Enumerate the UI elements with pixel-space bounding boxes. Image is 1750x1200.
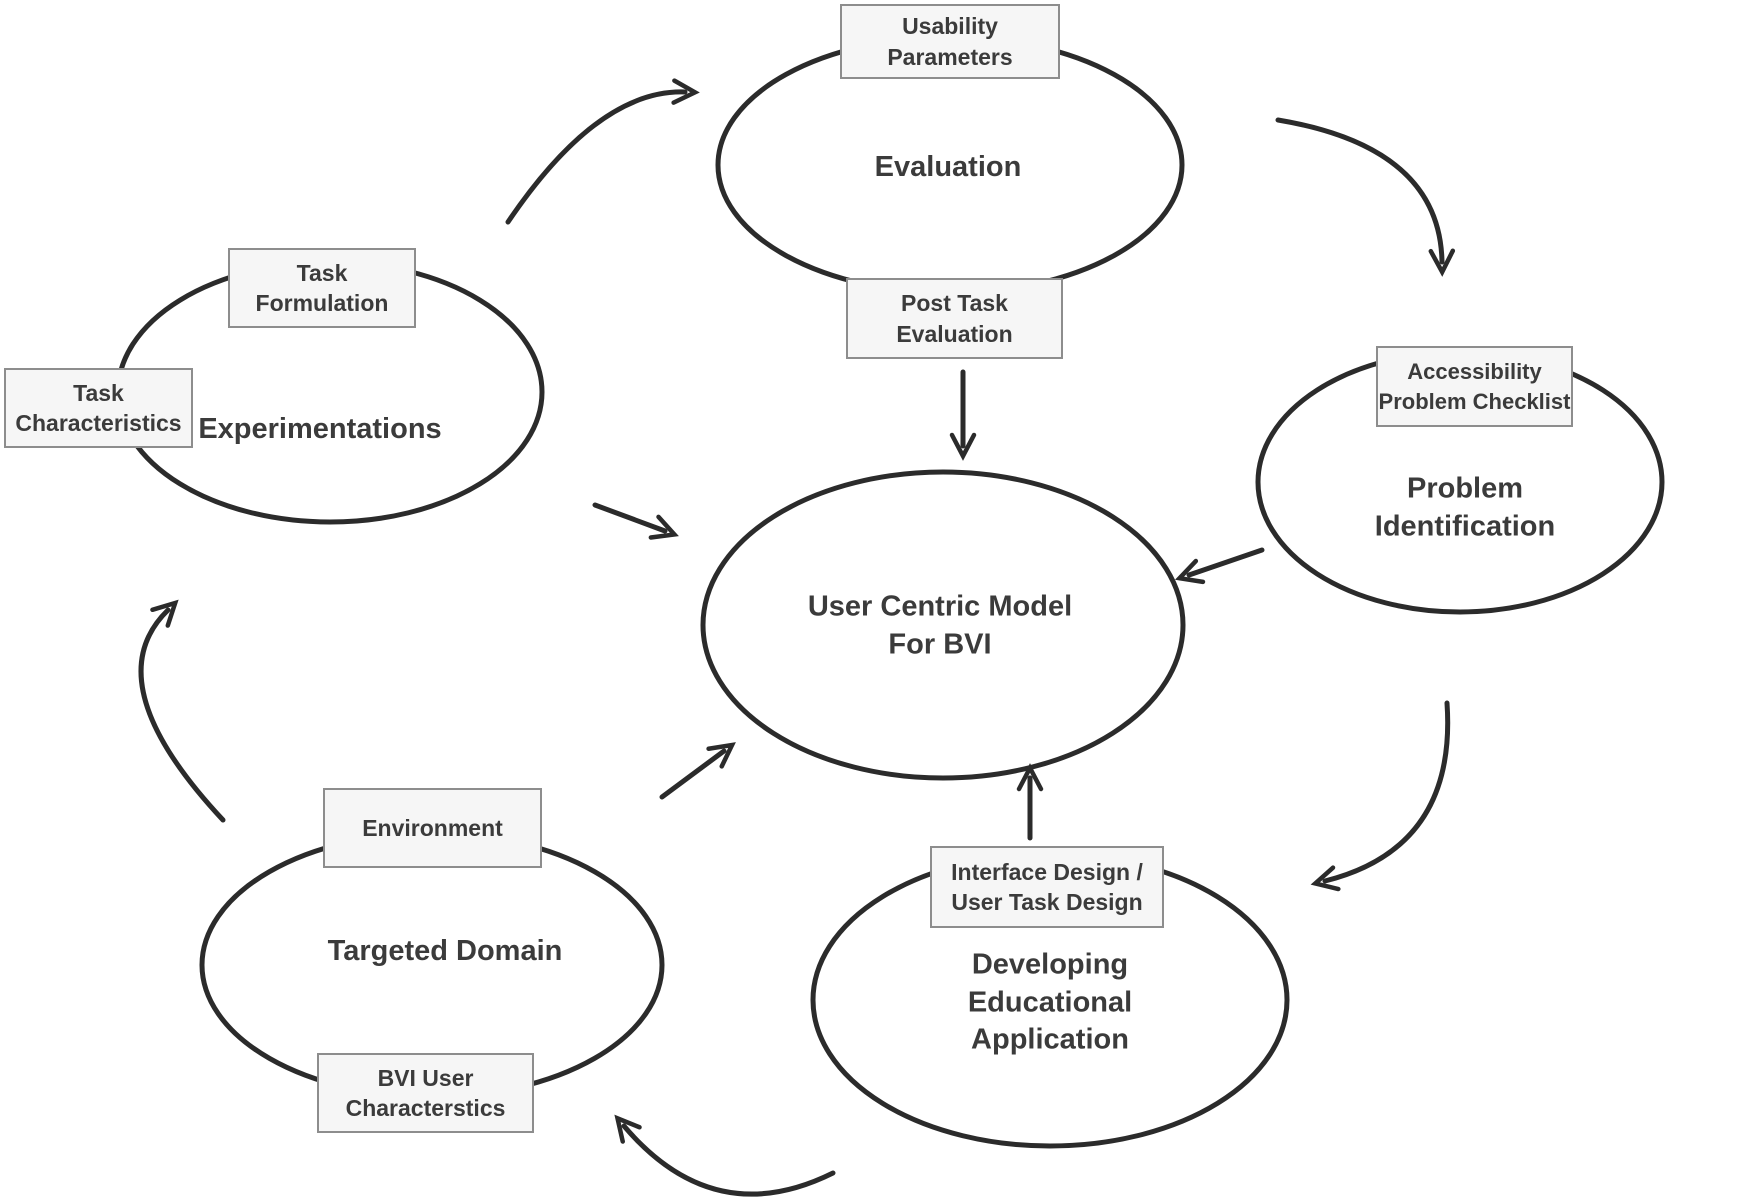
interface-design-user-task-design-label: Interface Design / User Task Design <box>951 858 1143 915</box>
user-centric-model-label: User Centric Model For BVI <box>807 590 1073 660</box>
bvi-user-characterstics-box: BVI User Characterstics <box>317 1053 534 1133</box>
usability-parameters-label: Usability Parameters <box>887 13 1013 70</box>
environment-label: Environment <box>362 814 503 841</box>
task-characteristics-box: Task Characteristics <box>4 368 193 448</box>
arrow-targeted-domain-to-center <box>659 742 736 800</box>
developing-educational-application-label: Developing Educational Application <box>967 948 1133 1056</box>
post-task-evaluation-box: Post Task Evaluation <box>846 278 1063 359</box>
user-centric-model-ellipse <box>700 469 1186 781</box>
arrow-evaluation-to-problem-identification <box>1275 117 1456 277</box>
arrow-problem-identification-to-developing <box>1310 700 1451 892</box>
task-characteristics-label: Task Characteristics <box>15 379 182 436</box>
problem-identification-label: Problem Identification <box>1374 472 1556 542</box>
environment-box: Environment <box>323 788 542 868</box>
accessibility-problem-checklist-box: Accessibility Problem Checklist <box>1376 346 1573 427</box>
arrow-experimentations-to-evaluation <box>505 78 700 225</box>
arrow-experimentations-to-center <box>592 502 679 540</box>
accessibility-problem-checklist-label: Accessibility Problem Checklist <box>1378 359 1571 414</box>
arrow-developing-to-targeted-domain <box>614 1114 836 1197</box>
task-formulation-box: Task Formulation <box>228 248 416 328</box>
targeted-domain-label: Targeted Domain <box>327 935 563 968</box>
post-task-evaluation-label: Post Task Evaluation <box>896 290 1013 347</box>
interface-design-user-task-design-box: Interface Design / User Task Design <box>930 846 1164 928</box>
arrow-targeted-domain-to-experimentations <box>138 599 226 823</box>
bvi-user-characterstics-label: BVI User Characterstics <box>345 1064 506 1121</box>
usability-parameters-box: Usability Parameters <box>840 4 1060 79</box>
experimentations-label: Experimentations <box>198 413 442 446</box>
arrow-problem-identification-to-center <box>1174 547 1265 585</box>
evaluation-label: Evaluation <box>874 151 1022 184</box>
task-formulation-label: Task Formulation <box>255 259 389 316</box>
